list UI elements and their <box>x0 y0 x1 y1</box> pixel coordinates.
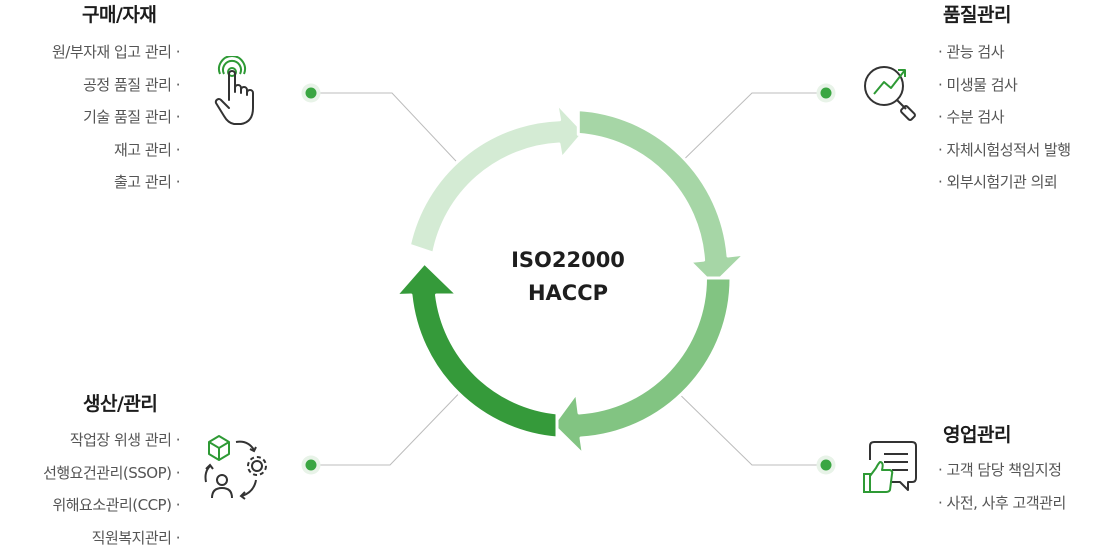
center-label: ISO22000 HACCP <box>468 244 668 310</box>
production-list: 작업장 위생 관리 · 선행요건관리(SSOP) · 위해요소관리(CCP) ·… <box>43 424 180 554</box>
list-item: · 사전, 사후 고객관리 <box>938 487 1066 520</box>
purchasing-list: 원/부자재 입고 관리 · 공정 품질 관리 · 기술 품질 관리 · 재고 관… <box>52 36 180 199</box>
list-item: 공정 품질 관리 · <box>52 69 180 102</box>
magnifier-chart-icon <box>860 60 926 126</box>
list-item: · 외부시험기관 의뢰 <box>938 166 1071 199</box>
list-item: 직원복지관리 · <box>43 522 180 554</box>
list-item: · 미생물 검사 <box>938 69 1071 102</box>
production-title: 생산/관리 <box>83 389 157 416</box>
connector-quality <box>667 93 826 176</box>
list-item: 재고 관리 · <box>52 134 180 167</box>
list-item: 출고 관리 · <box>52 166 180 199</box>
production-cycle-icon <box>200 430 274 504</box>
quality-title: 품질관리 <box>943 0 1011 27</box>
list-item: · 관능 검사 <box>938 36 1071 69</box>
center-line-1: ISO22000 <box>468 244 668 277</box>
purchasing-title: 구매/자재 <box>82 0 156 27</box>
quality-list: · 관능 검사 · 미생물 검사 · 수분 검사 · 자체시험성적서 발행 · … <box>938 36 1071 199</box>
connector-purchasing <box>311 93 470 176</box>
connector-sales <box>667 382 826 465</box>
list-item: 작업장 위생 관리 · <box>43 424 180 457</box>
list-item: · 고객 담당 책임지정 <box>938 454 1066 487</box>
arc-top-left <box>409 103 584 253</box>
list-item: 선행요건관리(SSOP) · <box>43 457 180 490</box>
feedback-thumbs-up-icon <box>860 438 922 496</box>
list-item: · 수분 검사 <box>938 101 1071 134</box>
connector-production <box>311 382 470 465</box>
list-item: 원/부자재 입고 관리 · <box>52 36 180 69</box>
list-item: 기술 품질 관리 · <box>52 101 180 134</box>
list-item: 위해요소관리(CCP) · <box>43 489 180 522</box>
sales-list: · 고객 담당 책임지정 · 사전, 사후 고객관리 <box>938 454 1066 519</box>
list-item: · 자체시험성적서 발행 <box>938 134 1071 167</box>
sales-title: 영업관리 <box>943 420 1011 447</box>
touch-hand-icon <box>208 56 264 128</box>
center-line-2: HACCP <box>468 277 668 310</box>
